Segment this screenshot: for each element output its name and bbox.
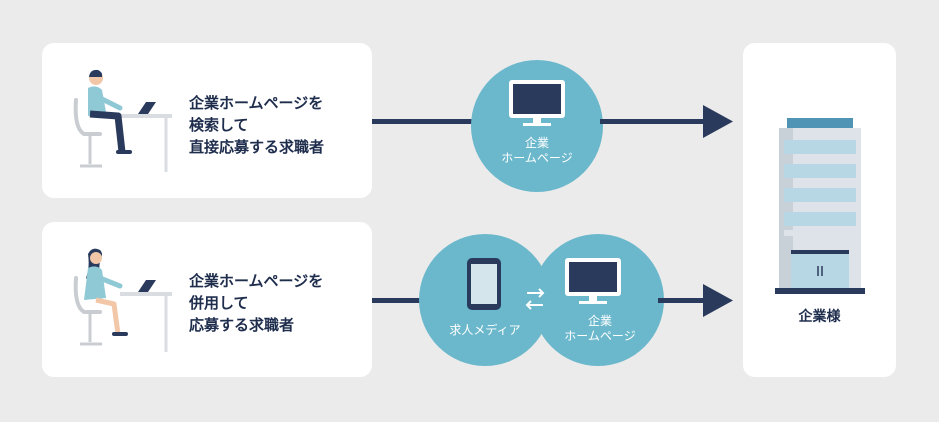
row-1-channel-line-2: ホームページ: [501, 151, 573, 165]
row-1-line-2: 検索して: [189, 116, 249, 134]
row-1-line-1: 企業ホームページを: [189, 94, 324, 112]
row-2-channel-label: 企業 ホームページ: [542, 314, 658, 344]
company-label: 企業様: [798, 309, 841, 325]
arrow-right-icon: [703, 284, 733, 317]
row-1-channel-line-1: 企業: [524, 136, 549, 150]
row-2-line-1: 企業ホームページを: [189, 272, 324, 290]
exchange-arrows-icon: [525, 288, 545, 310]
row-1-arrow: [600, 105, 733, 138]
row-1-card: [42, 43, 372, 198]
row-2-arrow: [658, 284, 733, 317]
row-1-line-left: [372, 119, 482, 124]
row-2-channel-line-1: 企業: [587, 314, 612, 328]
row-2-line-2: 併用して: [189, 294, 249, 312]
row-2-media-label: 求人メディア: [449, 323, 521, 337]
row-2-line-left: [372, 298, 432, 303]
monitor-icon: [565, 258, 621, 304]
person-at-desk-icon: [73, 248, 172, 352]
row-1-line-3: 直接応募する求職者: [189, 138, 325, 156]
person-at-desk-icon: [73, 69, 172, 172]
building-icon: [775, 118, 865, 294]
row-2-line-3: 応募する求職者: [189, 316, 295, 334]
row-2-channel-line-2: ホームページ: [564, 329, 636, 343]
row-2-label: 企業ホームページを 併用して 応募する求職者: [189, 270, 323, 336]
smartphone-icon: [467, 258, 501, 310]
monitor-icon: [509, 80, 565, 126]
row-1-label: 企業ホームページを 検索して 直接応募する求職者: [189, 92, 324, 158]
row-2-circles: [419, 234, 664, 366]
arrow-right-icon: [703, 105, 733, 138]
row-1-channel-label: 企業 ホームページ: [471, 136, 603, 166]
row-1-channel-circle: [471, 60, 603, 192]
